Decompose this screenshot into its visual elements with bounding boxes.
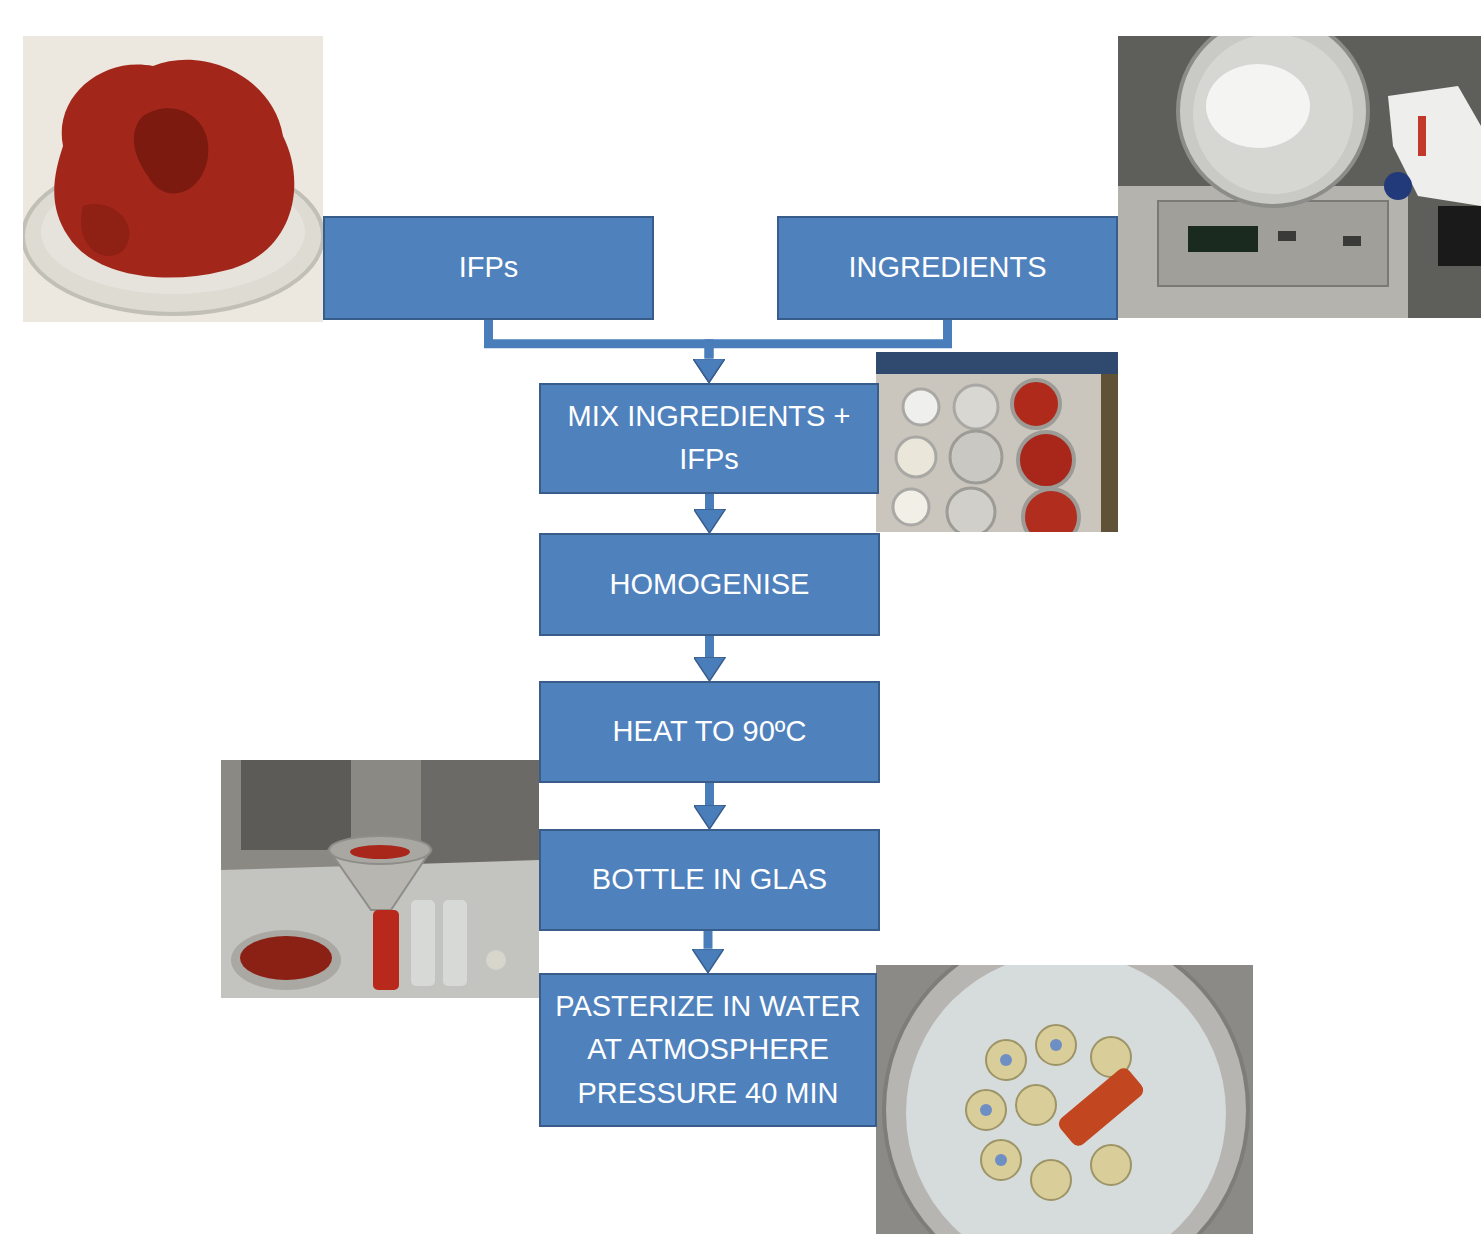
kettle (241, 760, 351, 850)
background-shelf (876, 352, 1118, 374)
small-bowl (954, 385, 998, 429)
flow-arrow (704, 931, 713, 949)
white-powder (1206, 64, 1310, 148)
process-box: IFPs (323, 216, 654, 320)
photo-ground (876, 352, 1118, 532)
jar-lid (1091, 1145, 1131, 1185)
box-label: HOMOGENISE (610, 563, 810, 607)
process-box: HOMOGENISE (539, 533, 880, 636)
lid-mark (1000, 1054, 1012, 1066)
lid-mark (980, 1104, 992, 1116)
process-box: MIX INGREDIENTS + IFPs (539, 383, 879, 494)
process-box: BOTTLE IN GLAS (539, 829, 880, 931)
box-label: INGREDIENTS (848, 246, 1046, 290)
small-bowl (903, 389, 939, 425)
jar-lid (1031, 1160, 1071, 1200)
box-label: PASTERIZE IN WATER AT ATMOSPHERE PRESSUR… (555, 985, 861, 1116)
bowl-inner (1193, 34, 1353, 194)
empty-bottle (443, 900, 467, 986)
box-label: IFPs (459, 246, 519, 290)
scale-button (1343, 236, 1361, 246)
jar-lid (966, 1090, 1006, 1130)
scale-body (1158, 201, 1388, 286)
jar-lid (986, 1040, 1026, 1080)
sauce-in-funnel (350, 845, 410, 859)
towel-mark (1418, 116, 1426, 156)
scale-display (1188, 226, 1258, 252)
funnel-rim (329, 836, 431, 864)
bottle-cap (486, 950, 506, 970)
connectors (489, 320, 948, 949)
small-bowl (896, 437, 936, 477)
paste-shadow (81, 204, 129, 256)
flow-arrow (705, 636, 714, 657)
water (906, 953, 1226, 1234)
jar-lid (981, 1140, 1021, 1180)
empty-bottle (411, 900, 435, 986)
paste-bowl (1018, 432, 1074, 488)
flow-arrow (709, 320, 948, 359)
tomato-paste (54, 60, 294, 278)
flow-arrow (489, 320, 710, 359)
scale-photo (1118, 16, 1481, 318)
photo-ground (23, 36, 323, 322)
lid-mark (1050, 1039, 1062, 1051)
box-label: HEAT TO 90ºC (613, 710, 807, 754)
steel-pot (884, 928, 1248, 1234)
box-label: MIX INGREDIENTS + IFPs (555, 395, 863, 482)
process-box: PASTERIZE IN WATER AT ATMOSPHERE PRESSUR… (539, 973, 877, 1128)
paste-shadow (134, 108, 208, 193)
paste-photo (23, 36, 323, 322)
small-bowl (893, 489, 929, 525)
jar-lid (1016, 1085, 1056, 1125)
steel-bowl (947, 488, 995, 536)
scale-button (1278, 231, 1296, 241)
steel-bowl (1178, 16, 1368, 206)
paste-bowl (1012, 380, 1060, 428)
paste-bowl (1023, 489, 1079, 545)
lid-mark (995, 1154, 1007, 1166)
steel-bowl (950, 431, 1002, 483)
blue-cap (1384, 172, 1412, 200)
red-jar (1056, 1065, 1147, 1149)
box-label: BOTTLE IN GLAS (592, 858, 827, 902)
filled-bottle (373, 910, 399, 990)
process-box: HEAT TO 90ºC (539, 681, 880, 783)
pot-rim (231, 930, 341, 990)
dark-bottle (1438, 206, 1481, 266)
flow-arrow (705, 494, 714, 510)
sauce-pot (240, 936, 332, 980)
photo-ground (221, 760, 539, 998)
flow-arrow (705, 783, 714, 805)
bowls-photo (876, 352, 1118, 545)
bottling-photo (221, 760, 539, 998)
pasteurise-photo (876, 928, 1253, 1234)
process-box: INGREDIENTS (777, 216, 1118, 320)
jar-lid (1036, 1025, 1076, 1065)
